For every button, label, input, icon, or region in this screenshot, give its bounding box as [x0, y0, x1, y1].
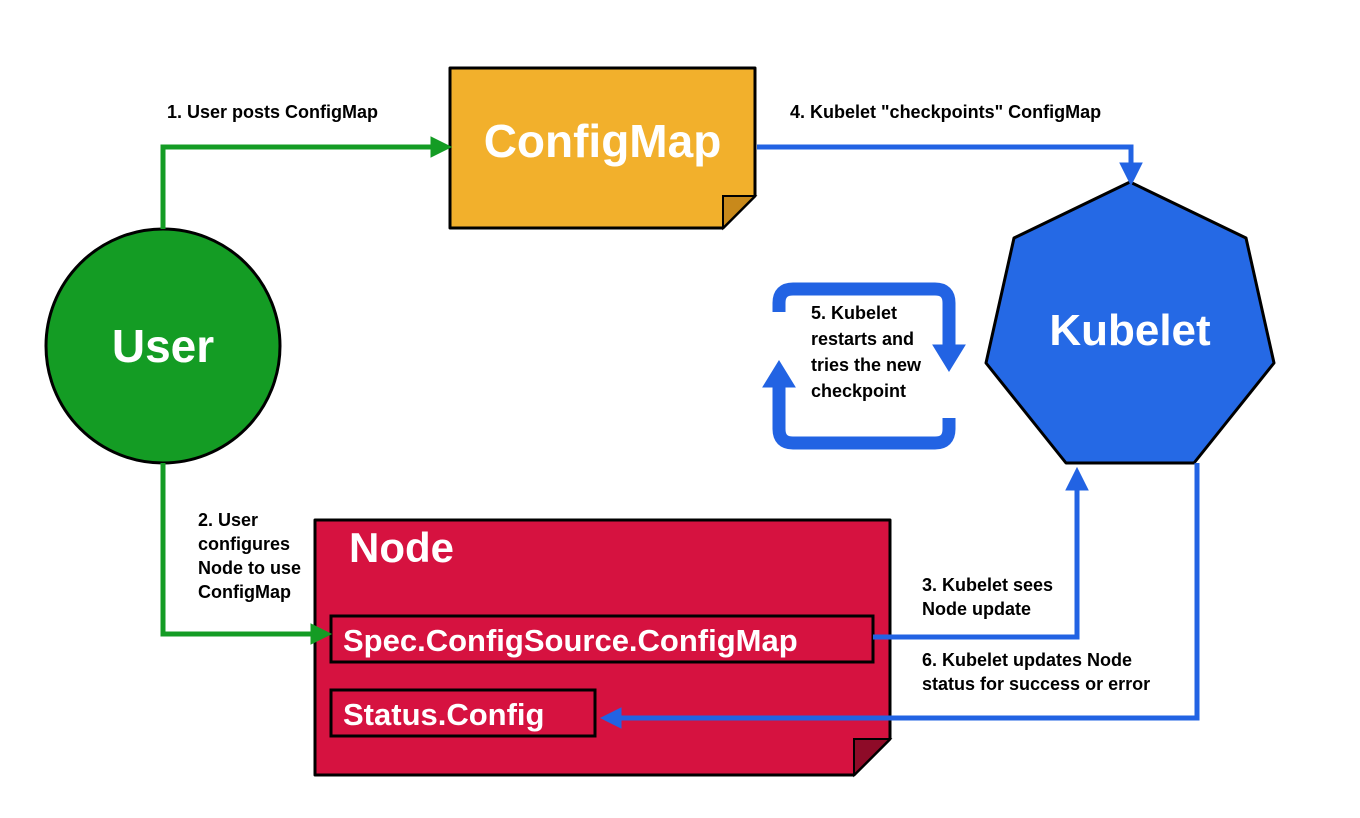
- configmap-fold-corner: [722, 195, 758, 231]
- node-label: Node: [349, 524, 454, 571]
- kubelet-heptagon: [984, 180, 1276, 465]
- status-config-label: Status.Config: [343, 697, 545, 732]
- step1-label: 1. User posts ConfigMap: [167, 102, 379, 122]
- arrow-step2: [160, 463, 333, 645]
- kubelet-label: Kubelet: [1049, 306, 1211, 355]
- step2-label: 2. User configures Node to use ConfigMap: [198, 510, 302, 602]
- configmap-label: ConfigMap: [483, 115, 722, 167]
- arrow-step3: [873, 466, 1089, 640]
- step5-label: 5. Kubelet restarts and tries the new ch…: [811, 303, 922, 401]
- arrow-step6: [599, 463, 1200, 729]
- arrow-step1: [160, 136, 453, 229]
- step4-label: 4. Kubelet "checkpoints" ConfigMap: [790, 102, 1102, 122]
- spec-configsource-label: Spec.ConfigSource.ConfigMap: [343, 623, 798, 658]
- arrow-step4: [757, 144, 1143, 187]
- node-fold-corner: [853, 738, 893, 778]
- step6-label: 6. Kubelet updates Node status for succe…: [922, 650, 1151, 694]
- step3-label: 3. Kubelet sees Node update: [922, 575, 1054, 619]
- restart-loop-icon: [762, 282, 966, 450]
- status-config-box: [329, 688, 597, 738]
- user-label: User: [111, 320, 215, 372]
